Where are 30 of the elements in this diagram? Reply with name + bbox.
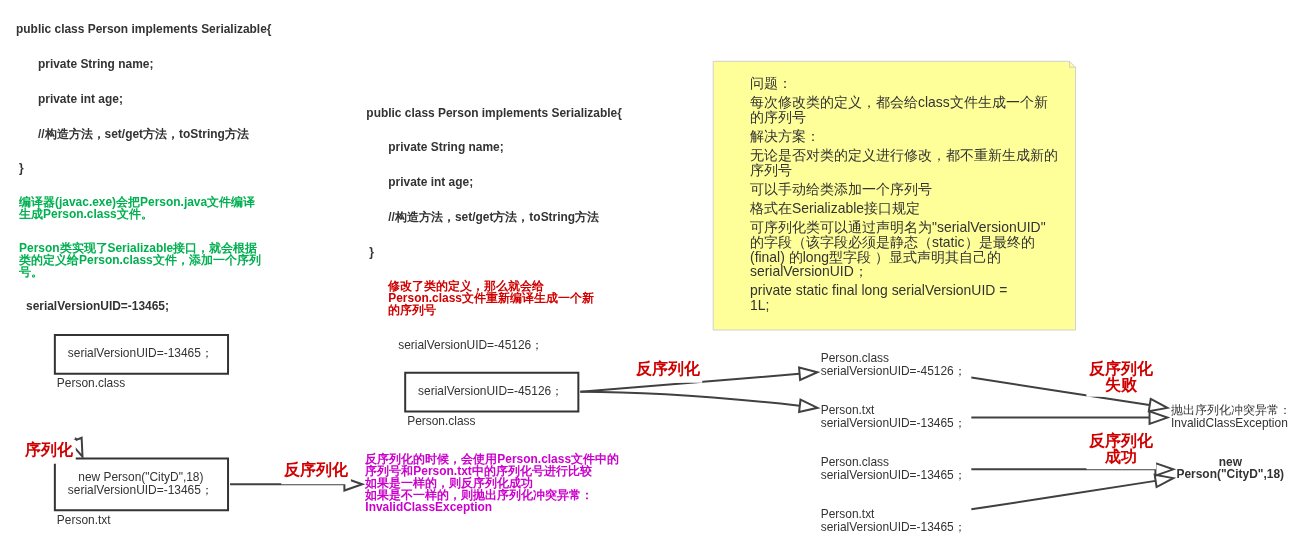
- node-text: Person.class serialVersionUID=-13465；: [820, 454, 966, 482]
- label: private int age;: [37, 91, 123, 106]
- node-label: Person.txt: [56, 512, 111, 527]
- label: private String name;: [388, 140, 504, 155]
- node-text: Person.txt serialVersionUID=-13465；: [820, 506, 966, 534]
- label: 修改了类的定义，那么就会给Person.class文件重新编译生成一个新的序列号: [388, 278, 594, 317]
- node-label: Person.class: [407, 414, 476, 429]
- label: private int age;: [388, 175, 474, 190]
- edge-label: 反序列化失败: [1089, 359, 1154, 393]
- edge-label: 反序列化: [284, 461, 349, 479]
- node-label: Person.class: [56, 376, 126, 391]
- edge-label: 反序列化成功: [1089, 432, 1154, 466]
- label: //构造方法，set/get方法，toString方法: [388, 210, 600, 225]
- edge-label: 序列化: [25, 440, 74, 458]
- node-text: new Person("CityD",18): [1176, 454, 1285, 481]
- node-text: Person.class serialVersionUID=-45126；: [820, 351, 966, 379]
- node-text: 反序列化的时候，会使用Person.class文件中的序列号和Person.txt中的序列化号进行比较 如果是一样的，则反序列化成功 如果是不一样的，则抛出序列化冲突异常：InvalidClassException: [365, 451, 620, 514]
- label: serialVersionUID=-13465;: [26, 298, 169, 313]
- label: public class Person implements Serializable{: [366, 105, 622, 120]
- label: 编译器(javac.exe)会把Person.java文件编译生成Person.class文件。: [19, 195, 256, 222]
- label: }: [369, 244, 375, 259]
- label: //构造方法，set/get方法，toString方法: [37, 126, 249, 141]
- label: private String name;: [37, 56, 154, 71]
- node-text: 抛出序列化冲突异常： InvalidClassException: [1170, 403, 1291, 431]
- node-text: Person.txt serialVersionUID=-13465；: [820, 403, 966, 431]
- label: serialVersionUID=-45126；: [398, 337, 544, 352]
- label: public class Person implements Serializable{: [16, 22, 272, 37]
- label: Person类实现了Serializable接口，就会根据类的定义给Person.class文件，添加一个序列号。: [19, 240, 261, 279]
- label: }: [19, 161, 24, 176]
- edge-label: 反序列化: [635, 359, 700, 377]
